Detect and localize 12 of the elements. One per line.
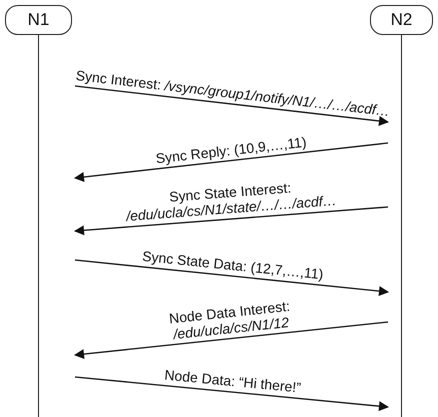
message-arrow [74,321,388,360]
participant-box: N1 [5,5,72,35]
participant-box: N2 [370,5,433,35]
message-label: Sync State Data: (12,7,…,11) [140,246,325,284]
message-label: Sync Reply: (10,9,…,11) [153,132,308,168]
message-arrow [74,259,389,296]
message-arrow [74,85,389,126]
message-label: Node Data Interest: /edu/ucla/cs/N1/12 [166,296,292,344]
message-arrow [74,142,388,182]
message-arrow [74,376,389,412]
message-label: Node Data: “Hi there!” [162,366,302,398]
message-arrow [74,206,388,236]
